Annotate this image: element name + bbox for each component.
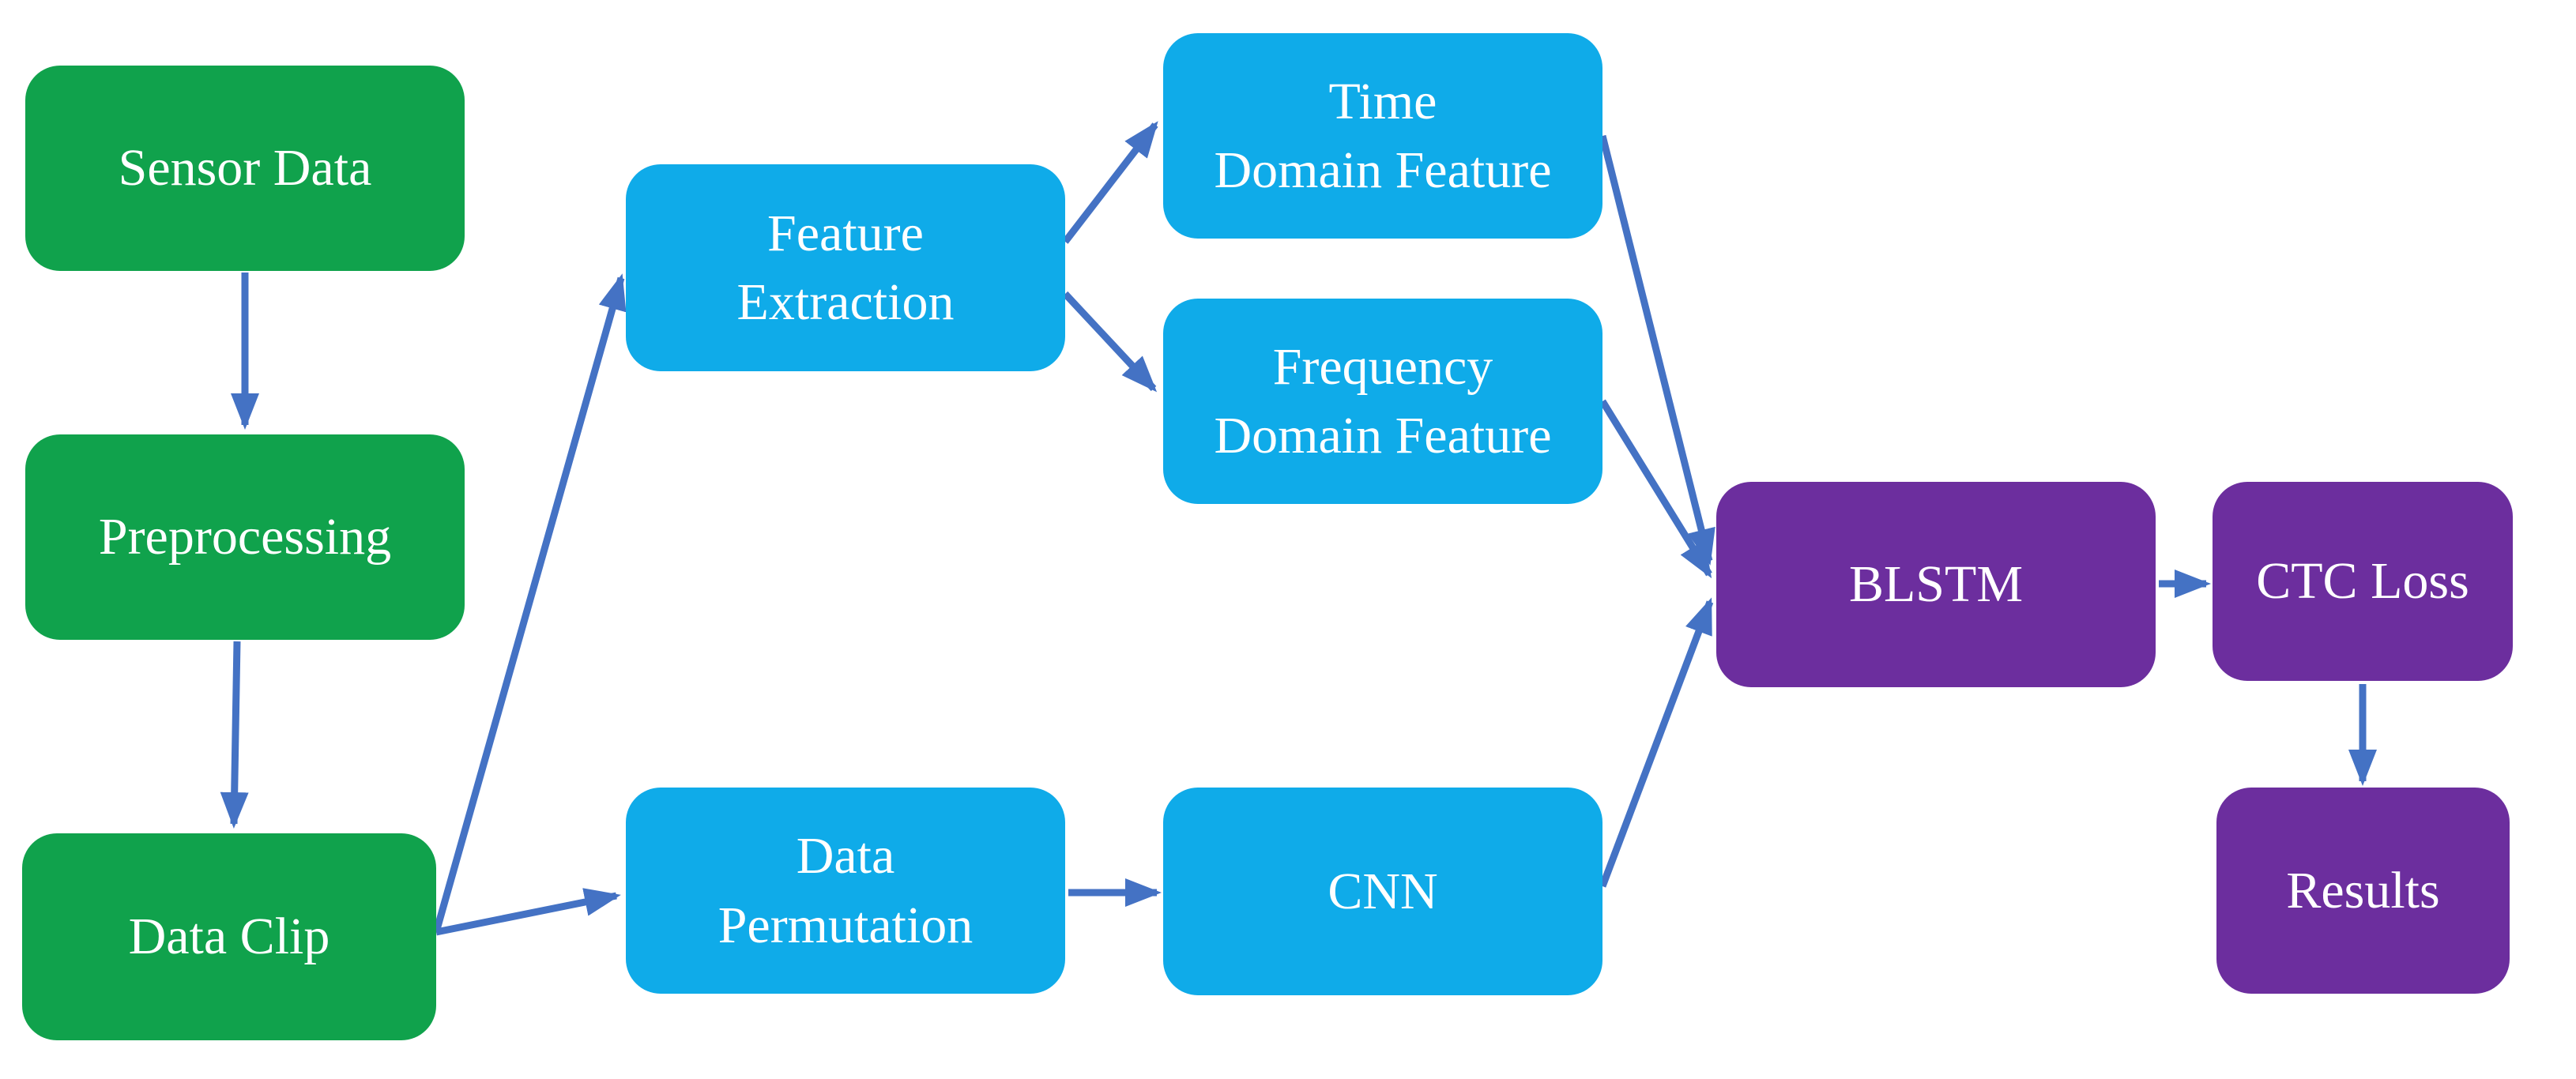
node-ctc-loss: CTC Loss [2213,482,2513,681]
edge-dataclip-to-permutation [435,888,621,936]
edge-cnn-to-blstm [1599,597,1714,888]
edge-time-to-blstm [1599,134,1715,566]
edge-feature-to-time [1062,121,1158,244]
node-preprocessing: Preprocessing [25,434,465,640]
node-results: Results [2216,788,2510,994]
edge-dataclip-to-feature [432,273,627,934]
node-blstm: BLSTM [1716,482,2156,687]
node-frequency-domain-feature: Frequency Domain Feature [1163,299,1602,504]
node-time-domain-feature: Time Domain Feature [1163,33,1602,239]
node-data-clip: Data Clip [22,833,436,1040]
edge-frequency-to-blstm [1599,399,1712,579]
node-feature-extraction: Feature Extraction [626,164,1065,371]
node-data-permutation: Data Permutation [626,788,1065,994]
edge-feature-to-frequency [1062,291,1158,393]
edge-preprocessing-to-dataclip [220,641,249,829]
node-cnn: CNN [1163,788,1602,995]
node-sensor-data: Sensor Data [25,66,465,271]
